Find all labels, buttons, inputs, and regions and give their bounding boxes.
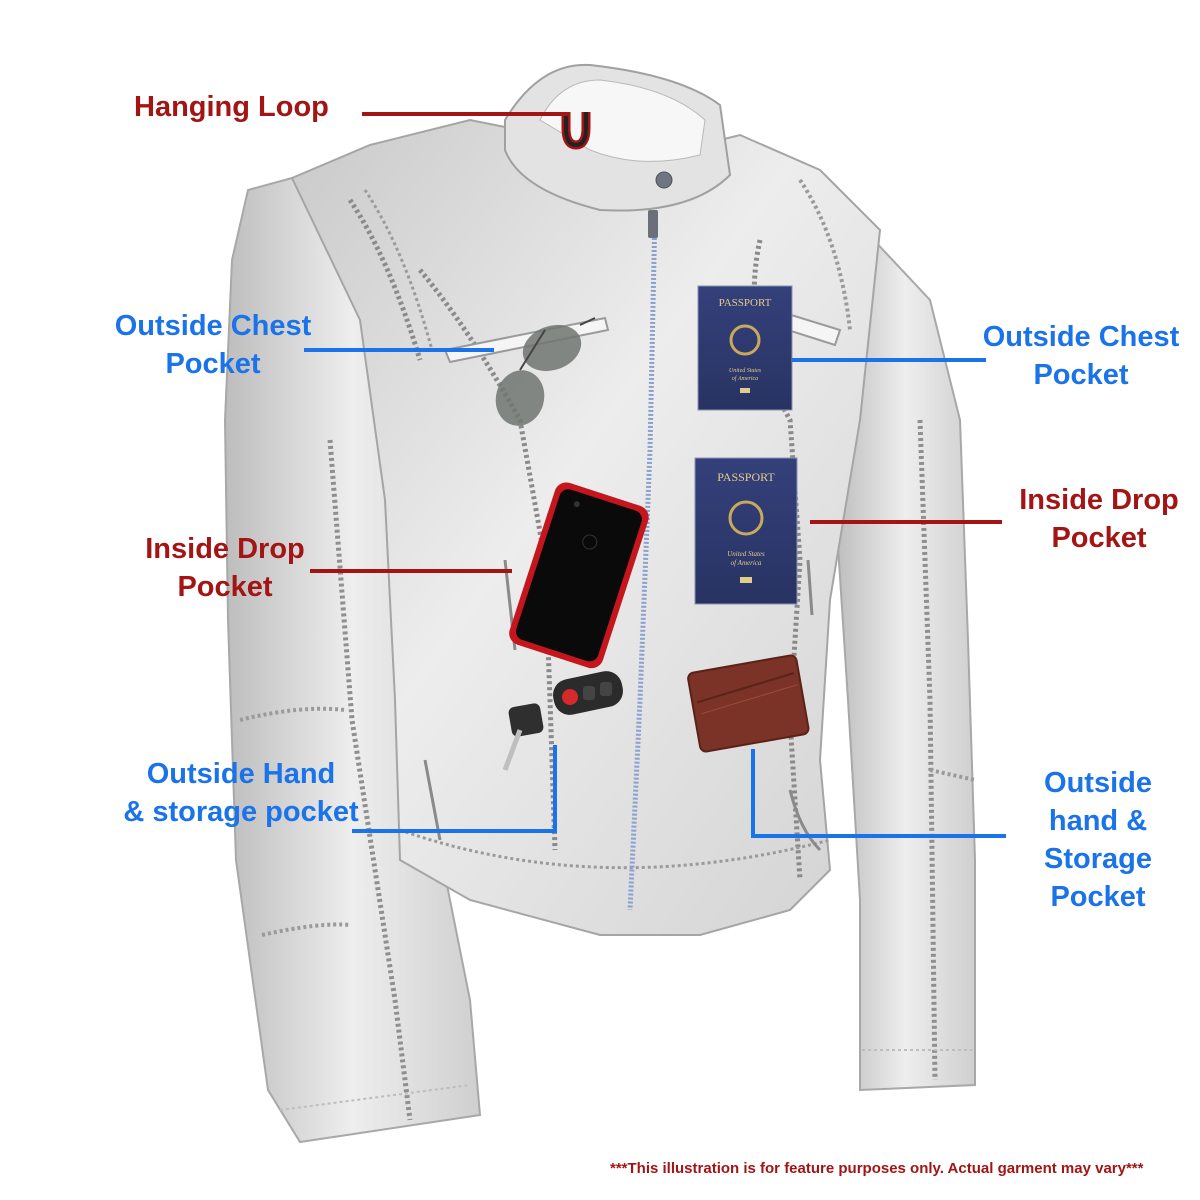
callout-drop-right-line [810, 520, 1002, 524]
wallet-item [687, 654, 810, 753]
callout-chest-left-label: Outside Chest Pocket [100, 307, 326, 383]
callout-chest-left-line [304, 348, 494, 352]
callout-hand-left-label: Outside Hand & storage pocket [108, 755, 374, 831]
callout-hanging-loop-line [362, 112, 568, 116]
callout-drop-left-line [310, 569, 512, 573]
svg-text:PASSPORT: PASSPORT [719, 297, 772, 309]
callout-line1: Outside Hand [146, 758, 336, 790]
callout-line2: Pocket [165, 348, 261, 380]
svg-text:United States: United States [729, 368, 762, 374]
callout-line2: hand & [1048, 805, 1148, 837]
callout-line1: Inside Drop [1019, 484, 1179, 516]
callout-line4: Pocket [1050, 881, 1146, 913]
disclaimer-text: ***This illustration is for feature purp… [610, 1160, 1144, 1177]
callout-hand-left-vline [553, 745, 557, 833]
sunglasses-item [495, 317, 596, 426]
svg-text:of America: of America [731, 559, 762, 567]
callout-line2: & storage pocket [123, 796, 359, 828]
callout-hand-right-label: Outside hand & Storage Pocket [1020, 764, 1176, 916]
callout-hanging-loop-label: Hanging Loop [134, 91, 329, 123]
callout-line1: Outside Chest [114, 310, 312, 342]
callout-drop-left-label: Inside Drop Pocket [130, 530, 320, 606]
callout-line2: Pocket [177, 571, 273, 603]
hanging-loop [561, 112, 591, 150]
callout-line1: Inside Drop [145, 533, 305, 565]
right-sleeve [833, 217, 976, 1092]
callout-chest-right-label: Outside Chest Pocket [968, 318, 1194, 394]
callout-line3: Storage [1044, 843, 1152, 875]
smartphone-item [509, 482, 649, 669]
svg-text:of America: of America [732, 375, 758, 382]
callout-hand-right-vline [751, 749, 755, 838]
front-zipper [627, 209, 658, 911]
svg-text:PASSPORT: PASSPORT [717, 470, 775, 484]
callout-line2: Pocket [1033, 359, 1129, 391]
svg-text:United States: United States [727, 550, 765, 558]
callout-line1: Outside [1044, 767, 1152, 799]
callout-line1: Outside Chest [982, 321, 1180, 353]
callout-line2: Pocket [1051, 522, 1147, 554]
collar-snap [655, 171, 673, 189]
callout-hand-right-hline [751, 834, 1006, 838]
passport-top: PASSPORT United States of America [697, 285, 793, 411]
callout-hand-left-hline [352, 829, 557, 833]
passport-bottom: PASSPORT United States of America [694, 457, 798, 605]
key-fob-item [502, 671, 624, 771]
callout-chest-right-line [792, 358, 986, 362]
callout-drop-right-label: Inside Drop Pocket [1004, 481, 1194, 557]
